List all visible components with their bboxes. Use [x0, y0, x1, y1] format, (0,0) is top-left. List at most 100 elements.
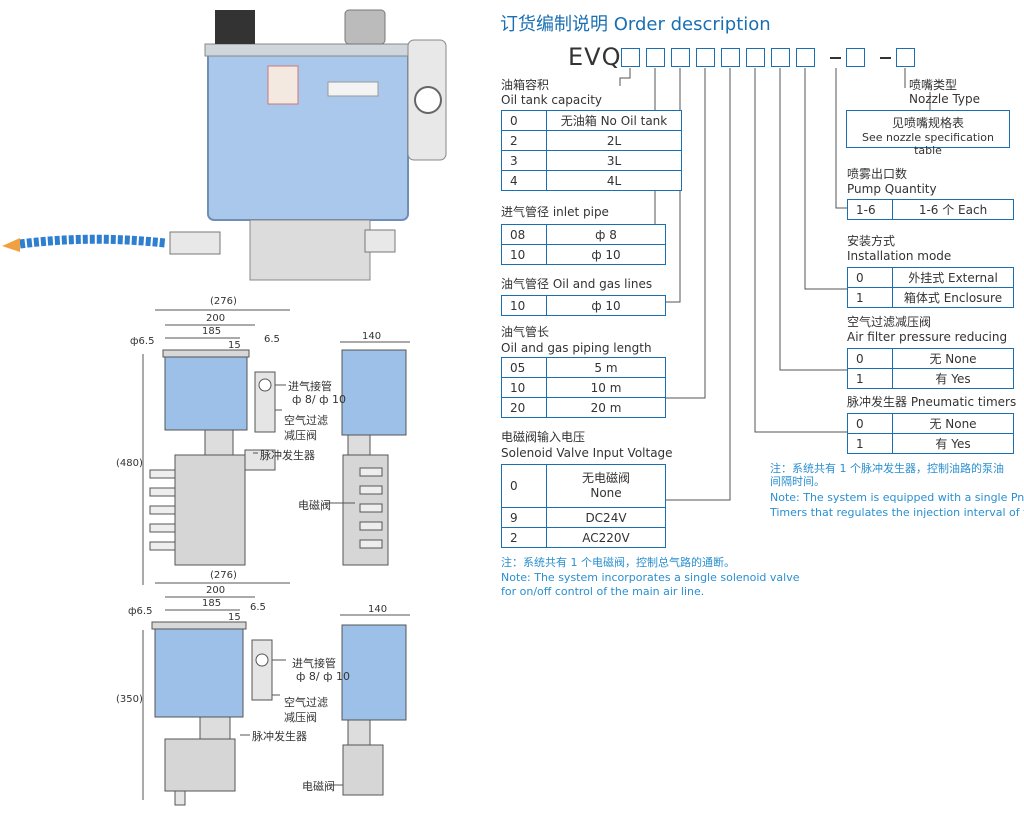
- option-code: 10: [501, 295, 547, 316]
- option-desc: 4L: [546, 170, 682, 191]
- option-desc: AC220V: [546, 527, 666, 548]
- option-code: 0: [847, 413, 893, 434]
- option-code: 0: [847, 348, 893, 369]
- nozzle-label-cn: 喷嘴类型: [909, 78, 958, 92]
- ann-filter-2-b: 减压阀: [284, 711, 317, 724]
- timer-note: 注：系统共有 1 个脉冲发生器，控制油路的泵油 间隔时间。 Note: The …: [770, 462, 1024, 522]
- option-code: 1: [847, 287, 893, 308]
- filter-label-en: Air filter pressure reducing: [847, 330, 1008, 344]
- option-code: 10: [501, 244, 547, 265]
- filter-label-cn: 空气过滤减压阀: [847, 315, 932, 329]
- option-desc: 有 Yes: [892, 368, 1014, 389]
- dim-185: 185: [202, 326, 222, 337]
- code-box-9: [846, 48, 865, 67]
- code-box-10: [896, 48, 915, 67]
- option-desc: DC24V: [546, 507, 666, 528]
- product-photo: [2, 9, 447, 281]
- ann-inlet-1: 进气接管: [288, 380, 332, 393]
- option-desc: 5 m: [546, 357, 666, 378]
- pump-label-en: Pump Quantity: [847, 182, 937, 196]
- voltage-label-en: Solenoid Valve Input Voltage: [501, 446, 673, 460]
- option-code: 0: [501, 110, 547, 131]
- voltage-label-cn: 电磁阀输入电压: [501, 430, 586, 444]
- length-label-en: Oil and gas piping length: [501, 341, 652, 355]
- code-box-6: [746, 48, 765, 67]
- code-box-7: [771, 48, 790, 67]
- nozzle-spec-box: 见喷嘴规格表 See nozzle specification table: [846, 110, 1010, 157]
- code-box-1: [621, 48, 640, 67]
- option-code: 08: [501, 224, 547, 245]
- code-dash-1: [830, 57, 841, 59]
- ann-filter-1-b: 空气过滤: [284, 696, 328, 709]
- code-box-2: [646, 48, 665, 67]
- option-code: 2: [501, 130, 547, 151]
- timer-label: 脉冲发生器 Pneumatic timers: [847, 395, 1017, 409]
- ann-solenoid-b: 电磁阀: [302, 780, 335, 793]
- dim-480: (480): [116, 458, 143, 469]
- dim-phi6-5-b: ф6.5: [128, 606, 153, 617]
- option-code: 0: [501, 464, 547, 508]
- timer-note-en-2: Timers that regulates the injection inte…: [770, 506, 1024, 519]
- option-desc: 3L: [546, 150, 682, 171]
- option-code: 2: [501, 527, 547, 548]
- order-code-prefix: EVQ-: [568, 43, 632, 71]
- option-desc: 箱体式 Enclosure: [892, 287, 1014, 308]
- solenoid-note-cn: 注：系统共有 1 个电磁阀，控制总气路的通断。: [501, 556, 735, 569]
- option-code: 3: [501, 150, 547, 171]
- option-desc: 无 None: [892, 413, 1014, 434]
- option-code: 20: [501, 397, 547, 418]
- option-desc: 1-6 个 Each: [892, 199, 1014, 220]
- option-desc: ф 10: [546, 244, 666, 265]
- nozzle-label-en: Nozzle Type: [909, 92, 981, 106]
- dim-200-b: 200: [206, 585, 226, 596]
- code-box-5: [721, 48, 740, 67]
- dimension-drawing-2: [142, 582, 410, 806]
- option-code: 1-6: [847, 199, 893, 220]
- code-dash-2: [880, 57, 891, 59]
- code-box-8: [796, 48, 815, 67]
- dim-6-5: 6.5: [264, 334, 280, 345]
- option-desc: 20 m: [546, 397, 666, 418]
- dim-185-b: 185: [202, 598, 222, 609]
- code-box-3: [671, 48, 690, 67]
- option-code: 1: [847, 368, 893, 389]
- timer-note-cn-2: 间隔时间。: [770, 475, 825, 488]
- option-desc: ф 8: [546, 224, 666, 245]
- option-desc: 无 None: [892, 348, 1014, 369]
- option-desc: ф 10: [546, 295, 666, 316]
- length-label-cn: 油气管长: [501, 325, 550, 339]
- install-label-en: Installation mode: [847, 249, 952, 263]
- tank-label-en: Oil tank capacity: [501, 93, 603, 107]
- dim-140-b: 140: [368, 604, 388, 615]
- dimension-drawing-1: [142, 309, 410, 585]
- nozzle-spec-cn: 见喷嘴规格表: [891, 116, 964, 130]
- timer-note-en-1: Note: The system is equipped with a sing…: [770, 491, 1024, 504]
- option-desc: 外挂式 External: [892, 267, 1014, 288]
- ann-timer: 脉冲发生器: [260, 449, 315, 462]
- ann-filter-1: 空气过滤: [284, 414, 328, 427]
- dim-276-b: (276): [210, 570, 237, 581]
- timer-note-cn-1: 注：系统共有 1 个脉冲发生器，控制油路的泵油: [770, 462, 1004, 475]
- option-code: 0: [847, 267, 893, 288]
- ann-inlet-2: ф 8/ ф 10: [292, 393, 347, 406]
- option-desc: 10 m: [546, 377, 666, 398]
